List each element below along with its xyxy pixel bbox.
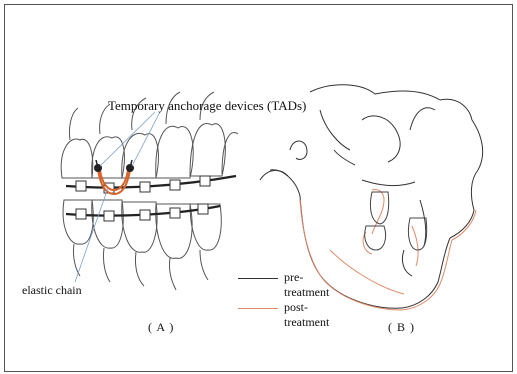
legend-post-line xyxy=(238,308,278,309)
panel-b-caption: ( B ) xyxy=(388,320,415,335)
tads-label: Temporary anchorage devices (TADs) xyxy=(108,98,306,114)
panel-a-caption: ( A ) xyxy=(148,320,174,335)
legend-post-label: post-treatment xyxy=(284,300,329,330)
elastic-chain-label: elastic chain xyxy=(22,283,82,298)
legend-pre-label: pre-treatment xyxy=(284,270,329,300)
elastic-chain xyxy=(98,170,130,194)
legend-pre-line xyxy=(238,278,278,279)
